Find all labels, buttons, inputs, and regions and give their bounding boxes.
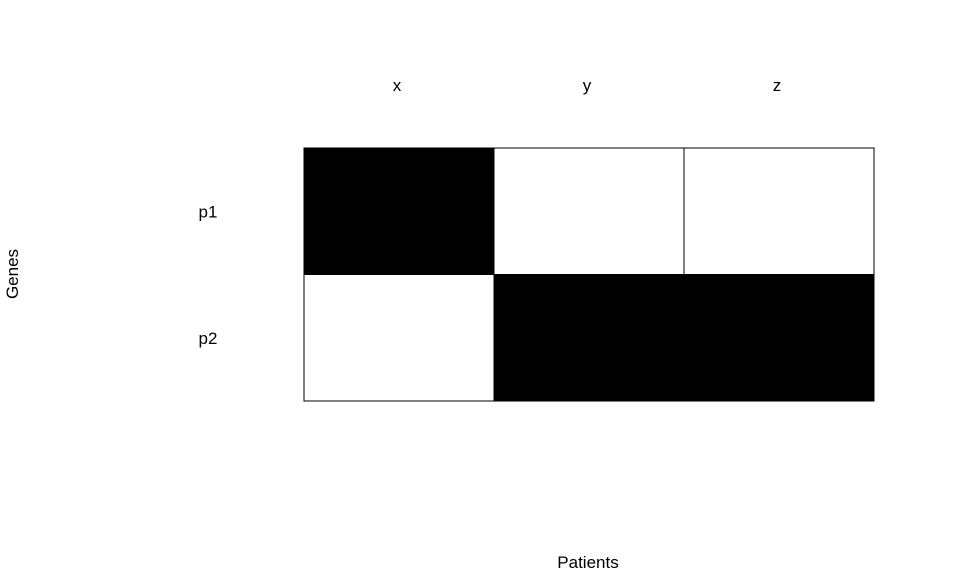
heatmap-cell-p2-z [683, 274, 875, 402]
column-label-y: y [583, 76, 592, 95]
y-axis-label: Genes [3, 249, 22, 299]
column-tick-labels: x y z [393, 76, 782, 95]
heatmap-cell-p2-y [493, 274, 685, 402]
heatmap-cell-p2-x [303, 274, 495, 402]
column-label-z: z [773, 76, 782, 95]
heatmap-cells [303, 147, 875, 402]
column-label-x: x [393, 76, 402, 95]
row-label-p2: p2 [199, 329, 218, 348]
heatmap-cell-p1-x [303, 147, 495, 275]
heatmap-cell-p1-y [493, 147, 685, 275]
row-tick-labels: p1 p2 [199, 202, 218, 348]
x-axis-label: Patients [557, 553, 618, 572]
heatmap-cell-p1-z [683, 147, 875, 275]
row-label-p1: p1 [199, 202, 218, 221]
